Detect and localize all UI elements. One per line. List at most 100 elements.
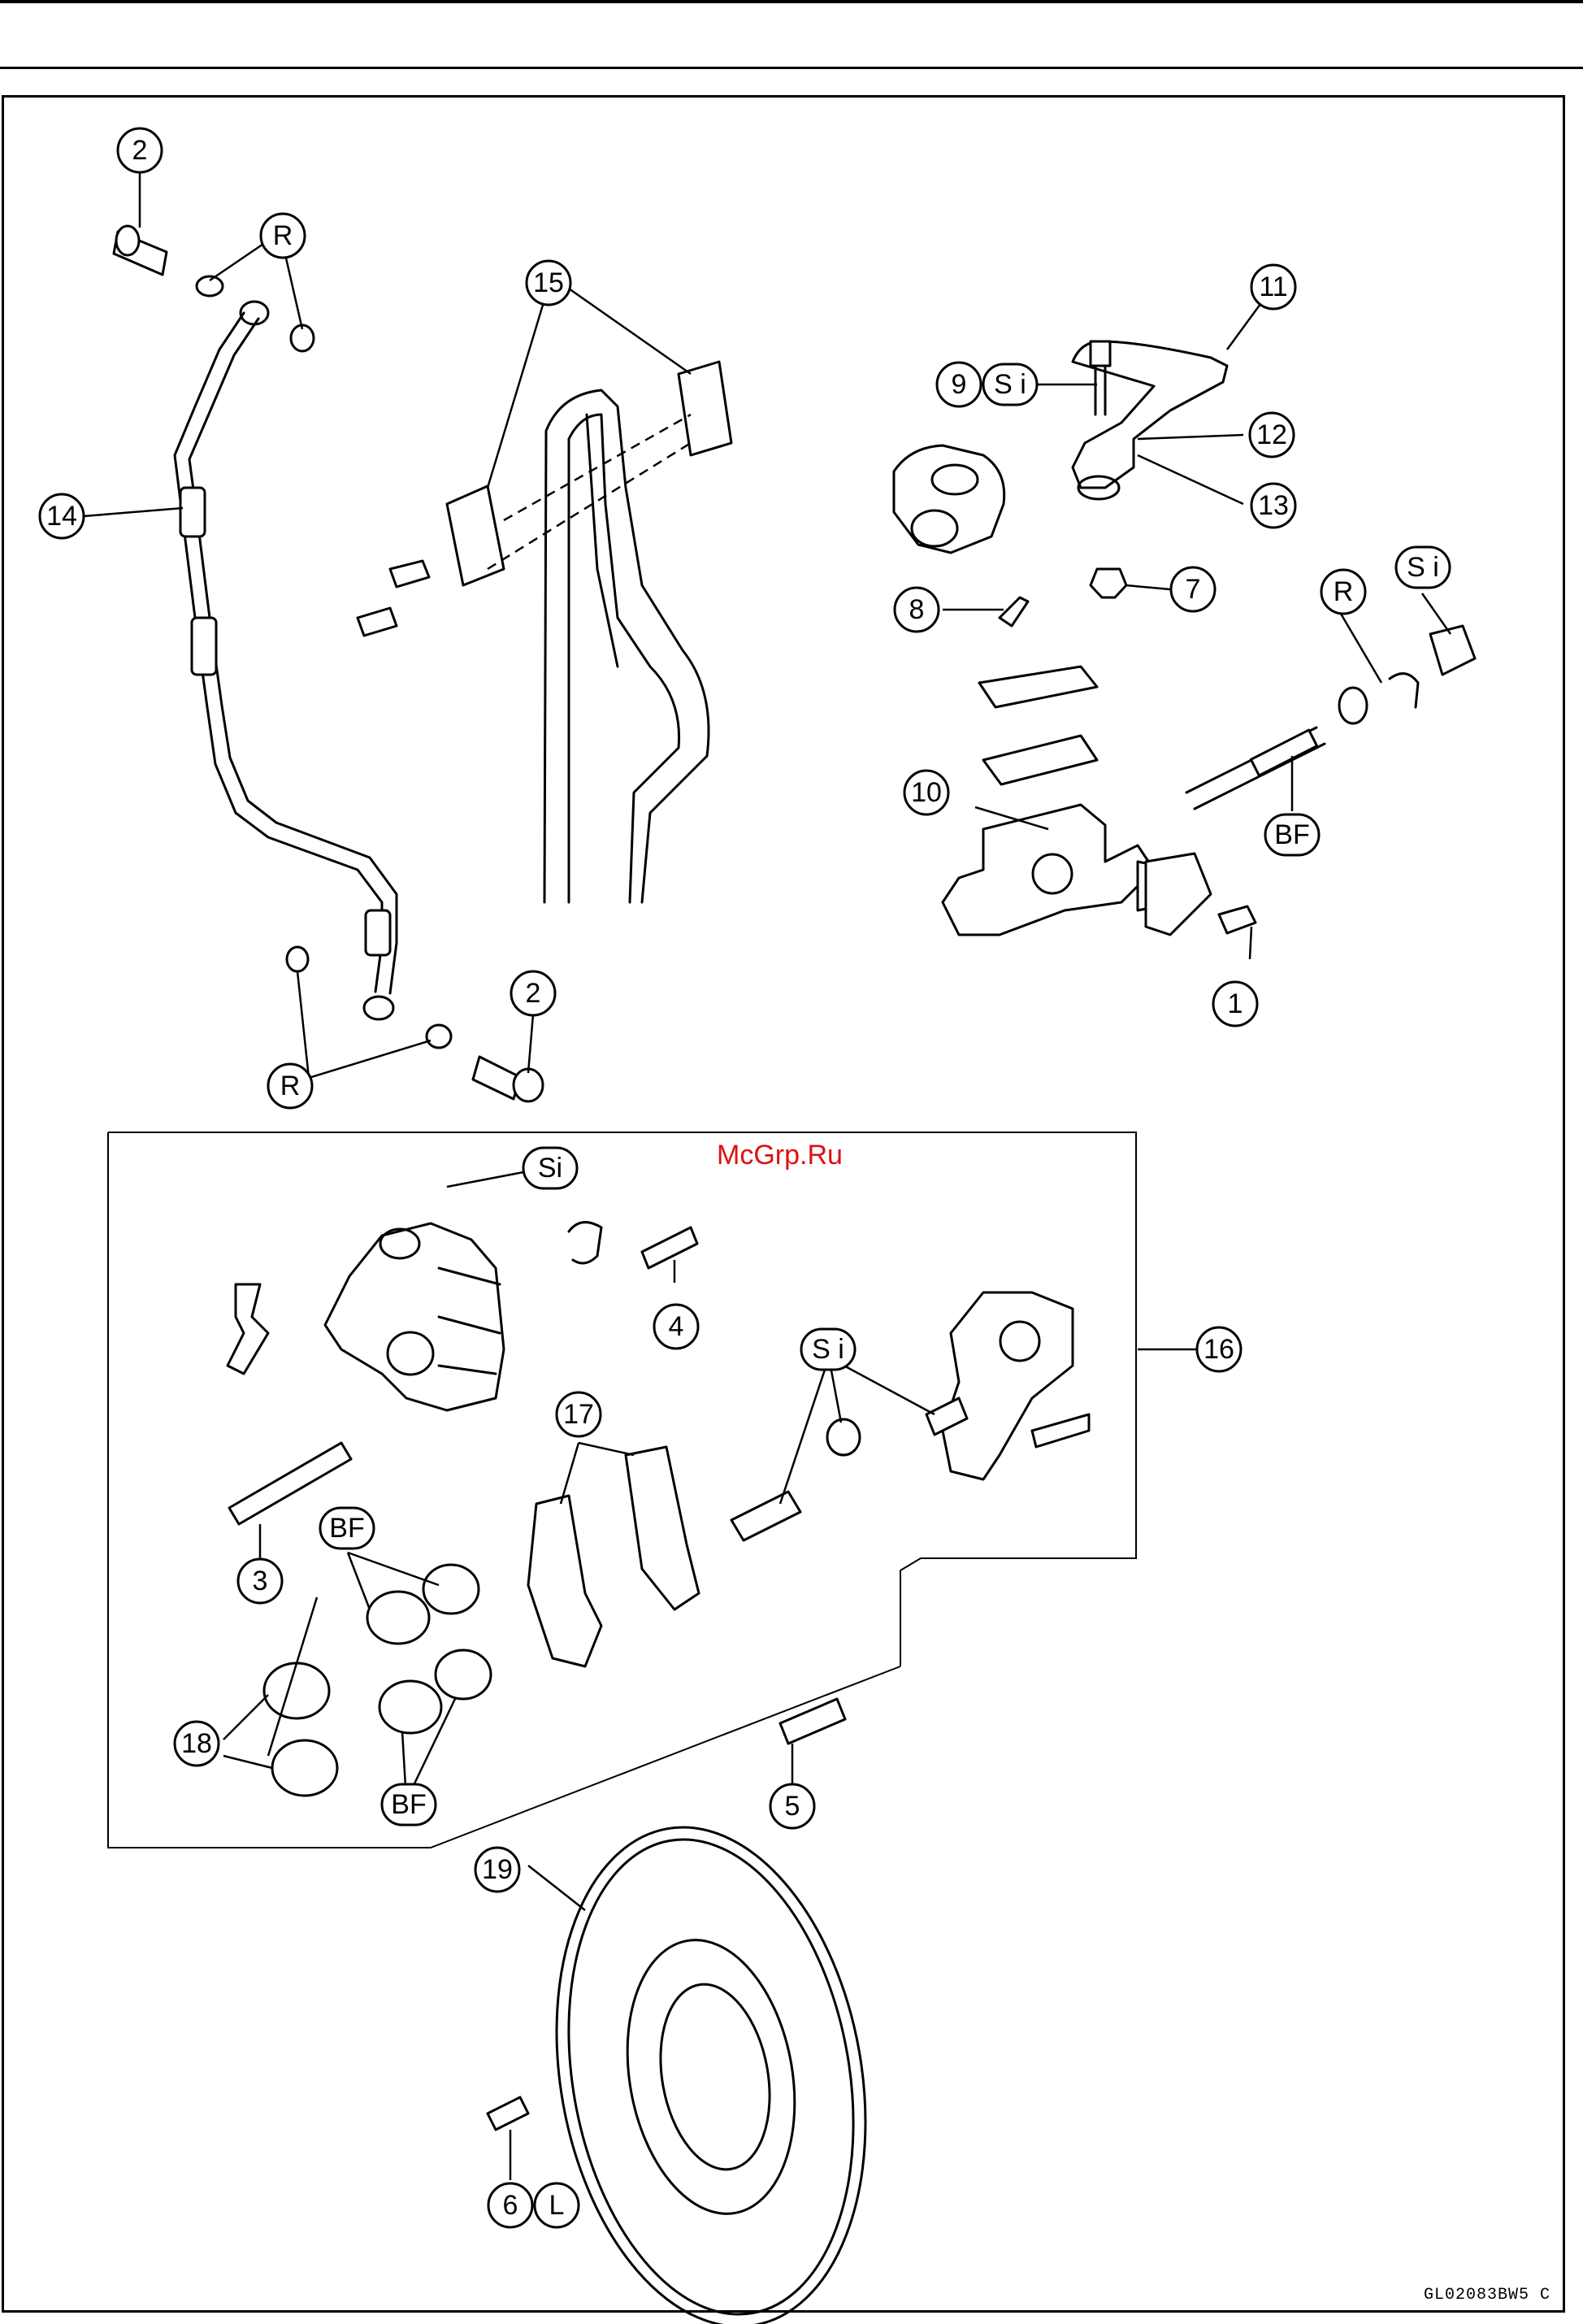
callout-R: R: [261, 214, 305, 258]
svg-text:4: 4: [669, 1311, 684, 1342]
seal-washer: [1339, 688, 1367, 723]
callout-5: 5: [770, 1784, 814, 1828]
svg-text:S i: S i: [812, 1334, 844, 1365]
callout-2: 2: [511, 971, 555, 1015]
svg-text:S i: S i: [1407, 552, 1439, 583]
svg-text:Si: Si: [538, 1153, 562, 1184]
callout-R: R: [1321, 570, 1365, 614]
brake-pad-inner: [528, 1496, 601, 1666]
svg-text:6: 6: [503, 2190, 518, 2221]
callout-2: 2: [118, 128, 162, 172]
svg-text:S i: S i: [994, 369, 1026, 400]
callout-6: 6: [488, 2183, 532, 2227]
svg-text:13: 13: [1258, 490, 1289, 521]
caliper-mounting-bolt: [780, 1699, 845, 1744]
svg-text:15: 15: [533, 267, 564, 298]
brake-pad-outer: [626, 1447, 699, 1609]
callout-15: 15: [527, 261, 570, 305]
tag-si-dust-boot: S i: [1396, 547, 1450, 588]
washer-lower-b: [427, 1025, 451, 1048]
callout-7: 7: [1171, 567, 1215, 611]
pad-spring-clip: [228, 1284, 268, 1374]
piston-seals: [367, 1565, 491, 1733]
master-cylinder-body: [943, 805, 1178, 935]
callout-8: 8: [895, 588, 939, 632]
lever-pivot-bolt: [1091, 341, 1110, 415]
svg-text:1: 1: [1228, 988, 1243, 1019]
callout-18: 18: [175, 1722, 219, 1766]
caliper-group-box-bottom: [108, 1132, 900, 1848]
callout-14: 14: [40, 494, 84, 538]
svg-text:BF: BF: [391, 1789, 426, 1820]
callout-3: 3: [238, 1559, 282, 1603]
callout-R: R: [268, 1064, 312, 1108]
svg-text:14: 14: [46, 501, 77, 532]
reservoir-cap: [979, 667, 1097, 707]
brake-hose: [175, 302, 397, 1019]
tag-bf-seals-upper: BF: [320, 1508, 374, 1549]
clamp-bolt: [1219, 906, 1256, 933]
lever-nut: [1091, 569, 1126, 597]
svg-text:8: 8: [909, 594, 925, 625]
callout-16: 16: [1197, 1327, 1241, 1371]
pin-boot-b: [731, 1492, 800, 1540]
callout-13: 13: [1251, 484, 1295, 528]
circlip: [1390, 674, 1418, 707]
callout-17: 17: [557, 1392, 601, 1436]
dust-boot: [1430, 626, 1475, 675]
washer-lower-a: [287, 947, 308, 971]
callout-19: 19: [475, 1848, 519, 1892]
figure-code: GL02083BW5 C: [1424, 2286, 1550, 2304]
callout-10: 10: [904, 771, 948, 814]
tag-si-lever-bolt: S i: [983, 364, 1037, 405]
svg-text:16: 16: [1204, 1334, 1234, 1365]
caliper-pistons: [264, 1663, 337, 1796]
tag-bf-seals-lower: BF: [382, 1784, 436, 1825]
callout-11: 11: [1251, 265, 1295, 309]
bleed-valve: [642, 1227, 697, 1268]
diaphragm: [983, 736, 1097, 784]
tag-bf-piston: BF: [1265, 814, 1319, 855]
piston-spring-assembly: [1186, 728, 1325, 809]
svg-text:R: R: [1334, 576, 1354, 607]
svg-text:7: 7: [1186, 574, 1201, 605]
svg-text:3: 3: [253, 1566, 268, 1596]
svg-text:L: L: [549, 2190, 565, 2221]
brake-disc: [519, 1803, 903, 2324]
svg-text:11: 11: [1259, 271, 1287, 302]
master-cylinder-clamp-cap: [894, 445, 1004, 553]
callout-L: L: [535, 2183, 579, 2227]
pad-spring: [1032, 1414, 1089, 1447]
svg-text:5: 5: [785, 1791, 800, 1822]
svg-text:17: 17: [563, 1399, 594, 1430]
brake-caliper-body: [325, 1223, 504, 1410]
pin-boot-a: [827, 1419, 860, 1455]
front-fork-leg: [544, 390, 709, 902]
callout-4: 4: [654, 1305, 698, 1349]
leader-lines: [84, 172, 1451, 2180]
svg-text:18: 18: [181, 1728, 212, 1759]
watermark: McGrp.Ru: [717, 1140, 843, 1171]
svg-text:R: R: [280, 1071, 301, 1101]
svg-text:2: 2: [526, 978, 541, 1009]
disc-mounting-bolt: [488, 2097, 528, 2130]
svg-text:BF: BF: [329, 1513, 364, 1544]
svg-text:BF: BF: [1274, 819, 1309, 850]
callout-9: 9: [937, 363, 981, 406]
bleed-cap: [569, 1223, 601, 1263]
svg-text:9: 9: [952, 369, 967, 400]
callout-1: 1: [1213, 982, 1257, 1026]
callout-12: 12: [1250, 413, 1294, 457]
banjo-bolt-upper: [114, 226, 167, 275]
svg-text:19: 19: [482, 1854, 513, 1885]
svg-text:R: R: [273, 220, 293, 251]
tag-si-bracket: S i: [801, 1329, 855, 1370]
tag-si-caliper-pin: Si: [523, 1148, 577, 1188]
svg-text:10: 10: [911, 777, 942, 808]
caliper-bracket: [943, 1292, 1073, 1479]
svg-text:2: 2: [132, 135, 148, 166]
svg-text:12: 12: [1256, 419, 1287, 450]
banjo-bolt-lower: [473, 1057, 543, 1101]
reservoir-screw: [1000, 597, 1028, 626]
master-cylinder-clamp: [1146, 854, 1211, 935]
